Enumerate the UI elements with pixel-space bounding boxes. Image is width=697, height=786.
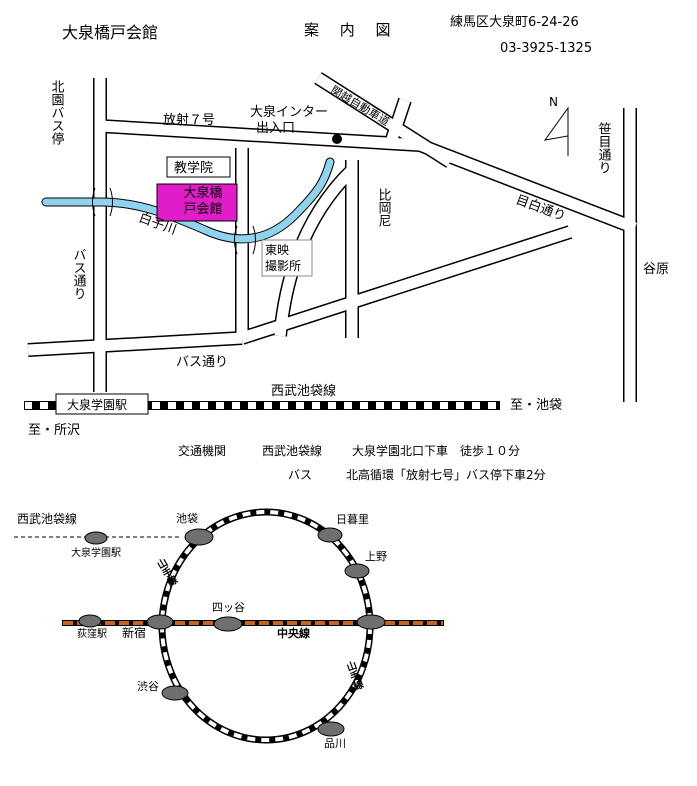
rail-label-chuo: 中央線	[277, 626, 310, 640]
north-arrow	[543, 106, 569, 156]
hall-label: 大泉橋戸会館	[183, 186, 223, 217]
label-bus-stop-north: 北園バス停	[49, 80, 65, 145]
chuo-line	[62, 620, 444, 626]
shirako-river	[41, 157, 335, 244]
rail-label-shibuya: 渋谷	[137, 680, 159, 693]
access-train-mode: 西武池袋線	[262, 444, 323, 458]
station-oval-ikebukuro	[184, 528, 214, 546]
access-bus-detail: 北高循環「放射七号」バス停下車2分	[346, 468, 546, 482]
rail-label-ogikubo: 荻窪駅	[77, 627, 107, 640]
interchange-marker	[332, 134, 342, 144]
rail-label-ooizumi: 大泉学園駅	[71, 546, 121, 559]
station-oval-shinjuku	[146, 614, 174, 630]
label-sasame: 笹目通り	[596, 121, 612, 174]
station-oval-ooizumi	[84, 531, 108, 545]
label-kyogakuin: 教学院	[174, 160, 213, 176]
road-network	[27, 72, 638, 402]
rail-label-shinjuku: 新宿	[122, 625, 146, 640]
label-hioka: 比岡尼	[376, 188, 392, 227]
kyogakuin-box	[166, 156, 231, 178]
rail-label-seibu-line: 西武池袋線	[17, 511, 77, 526]
hall-box	[156, 183, 238, 222]
phone-text: 03-3925-1325	[500, 41, 593, 56]
station-oval-yotsuya	[213, 616, 243, 632]
rail-label-ueno: 上野	[365, 550, 387, 563]
label-bus-street-bottom: バス通り	[176, 355, 228, 370]
rail-network-diagram: 西武池袋線 大泉学園駅 池袋 日暮里 上野 山手線 荻窪駅 新宿 四ッ谷 中央線…	[14, 508, 444, 750]
label-yahara: 谷原	[643, 262, 669, 277]
rail-label-shinagawa: 品川	[324, 737, 346, 750]
rail-label-nippori: 日暮里	[336, 512, 369, 526]
station-oval-shibuya	[161, 685, 189, 701]
station-oval-ueno	[344, 563, 370, 579]
label-ooizumi-station: 大泉学園駅	[67, 397, 127, 412]
label-to-tokorozawa: 至・所沢	[28, 423, 80, 438]
station-oval-shinagawa	[317, 721, 345, 737]
station-oval-ogikubo	[78, 614, 102, 628]
ooizumi-gakuen-station-box	[55, 393, 149, 415]
label-kanetsu: 関越自動車道	[328, 83, 392, 129]
toei-label: 東映撮影所	[265, 243, 302, 273]
toei-studio-box	[261, 239, 313, 277]
address-text: 練馬区大泉町6-24-26	[450, 15, 579, 30]
access-heading: 交通機関	[178, 444, 227, 458]
guide-heading: 案 内 図	[304, 21, 399, 39]
label-interchange: 大泉インター出入口	[250, 104, 328, 136]
page-title: 大泉橋戸会館	[62, 23, 159, 42]
seibu-ikebukuro-line	[24, 401, 500, 410]
access-bus-mode: バス	[288, 468, 313, 482]
station-oval-nippori	[317, 527, 343, 543]
label-bus-street-left: バス通り	[71, 248, 87, 300]
access-train-detail: 大泉学園北口下車 徒歩１０分	[352, 444, 521, 458]
label-housha7: 放射７号	[163, 112, 215, 128]
station-oval-ochanomizu	[356, 614, 386, 630]
bridge-marks	[92, 187, 256, 255]
rail-label-ikebukuro: 池袋	[176, 511, 198, 525]
label-seibu-line: 西武池袋線	[271, 383, 336, 399]
label-to-ikebukuro: 至・池袋	[510, 398, 562, 413]
label-north: N	[549, 95, 558, 109]
rail-label-yotsuya: 四ッ谷	[212, 601, 245, 614]
